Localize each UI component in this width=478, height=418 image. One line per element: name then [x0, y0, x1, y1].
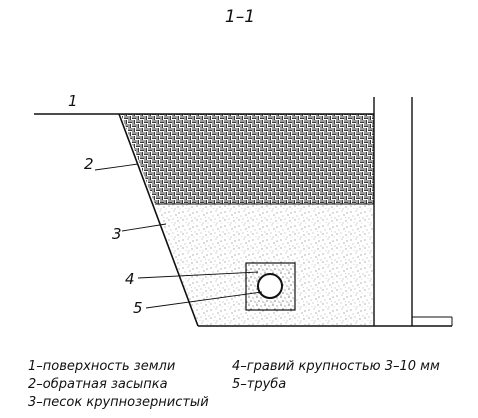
legend-item-5: 5–труба — [232, 377, 286, 392]
legend-item-2: 2–обратная засыпка — [28, 377, 168, 392]
leader-line-2 — [94, 163, 139, 171]
leader-line-3 — [121, 223, 167, 232]
backfill-layer — [121, 114, 374, 204]
legend-item-1: 1–поверхность земли — [28, 359, 175, 374]
callout-4: 4 — [125, 270, 135, 288]
callout-5: 5 — [133, 299, 143, 317]
callout-1: 1 — [68, 92, 78, 110]
leader-line-4 — [137, 271, 259, 279]
leader-line-5 — [145, 291, 263, 309]
trench-slope — [118, 113, 199, 327]
legend-item-3: 3–песок крупнозернистый — [28, 395, 209, 410]
legend-item-4: 4–гравий крупностью 3–10 мм — [232, 359, 440, 374]
callout-3: 3 — [112, 225, 122, 243]
section-title: 1–1 — [225, 7, 255, 27]
drain-pipe — [257, 273, 283, 299]
callout-2: 2 — [84, 155, 94, 173]
